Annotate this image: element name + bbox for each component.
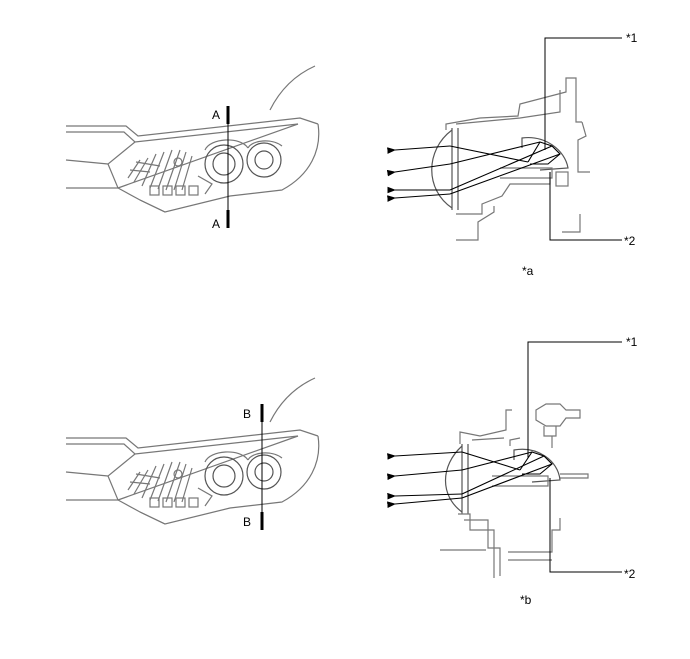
section-label-b-bottom: B bbox=[243, 515, 251, 529]
callout-1-leader-b bbox=[527, 341, 622, 458]
figure-b: B B bbox=[65, 335, 638, 607]
headlamp-exterior-b bbox=[65, 377, 320, 525]
headlamp-exterior-a bbox=[65, 65, 320, 213]
section-label-b-top: B bbox=[243, 407, 251, 421]
callout-1-a: *1 bbox=[626, 31, 638, 45]
callout-2-b: *2 bbox=[624, 567, 636, 581]
cross-section-a bbox=[386, 77, 590, 241]
callout-1-b: *1 bbox=[626, 335, 638, 349]
callout-2-a: *2 bbox=[624, 234, 636, 248]
callout-2-leader-b bbox=[549, 478, 622, 573]
figure-a: A A *1 * bbox=[65, 31, 638, 278]
section-label-a-top: A bbox=[212, 108, 220, 122]
caption-a: *a bbox=[522, 264, 534, 278]
cross-section-b bbox=[387, 403, 589, 578]
callout-1-leader-a bbox=[544, 37, 622, 150]
section-label-a-bottom: A bbox=[212, 217, 220, 231]
callout-2-leader-a bbox=[549, 172, 622, 241]
caption-b: *b bbox=[520, 593, 532, 607]
